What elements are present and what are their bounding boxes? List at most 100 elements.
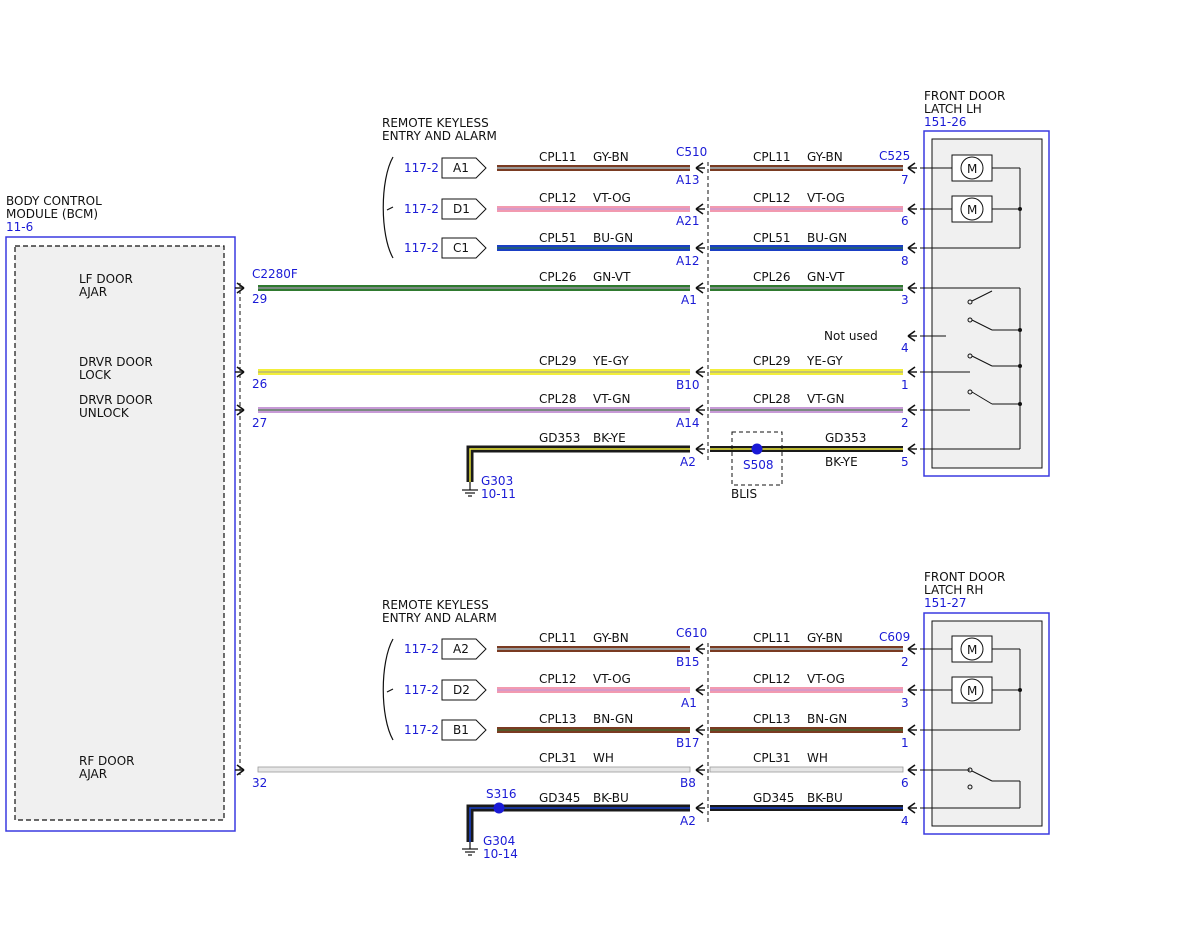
inline-connector-c510: C510 — [676, 145, 709, 460]
rke-top-brace — [382, 156, 394, 259]
wire-bottom-gd345-circuit-a: GD345 — [539, 791, 580, 805]
latch-rh-switch — [920, 767, 1021, 809]
wire-top-cpl12-latch-pin: 6 — [901, 214, 909, 228]
rke-bottom-pin-box-3 — [441, 719, 487, 741]
wire-top-cpl11-color-b: GY-BN — [807, 150, 843, 164]
bcm-pin-32: 32 — [252, 776, 267, 790]
wire-bottom-cpl31-circuit-a: CPL31 — [539, 751, 577, 765]
wire-top-cpl29: CPL29 YE-GY CPL29 YE-GY B10 1 — [258, 354, 918, 392]
wire-bottom-cpl13-latch-pin: 1 — [901, 736, 909, 750]
rke-top-ref-1: 117-2 — [404, 161, 439, 175]
rke-top-ref-3: 117-2 — [404, 241, 439, 255]
latch-rh-connector: C609 — [879, 630, 910, 644]
latch-rh-title-1: FRONT DOOR — [924, 570, 1005, 584]
latch-rh-motor-2-label: M — [967, 684, 977, 698]
bcm-drvr-lock-1: DRVR DOOR — [79, 355, 153, 369]
bcm-rf-ajar-2: AJAR — [79, 767, 107, 781]
wire-top-gd353-circuit-a: GD353 — [539, 431, 580, 445]
wire-top-gd353-circuit-b: GD353 — [825, 431, 866, 445]
wires-bottom: CPL11 GY-BN CPL11 GY-BN B15 2 CPL12 VT-O… — [257, 631, 918, 842]
wire-top-cpl26-circuit-b: CPL26 — [753, 270, 791, 284]
latch-lh-motor-2: M — [920, 195, 1020, 223]
wire-bottom-cpl12-circuit-b: CPL12 — [753, 672, 791, 686]
g303-label: G303 — [481, 474, 513, 488]
bcm-arrow-29 — [234, 282, 245, 294]
wire-top-cpl11-circuit-a: CPL11 — [539, 150, 577, 164]
wire-top-cpl28: CPL28 VT-GN CPL28 VT-GN A14 2 — [258, 392, 918, 430]
g304-label: G304 — [483, 834, 515, 848]
wire-top-cpl12-color-b: VT-OG — [807, 191, 845, 205]
bcm-pin-29: 29 — [252, 292, 267, 306]
rke-bottom-pin-1: A2 — [453, 642, 469, 656]
g304-ref: 10-14 — [483, 847, 518, 861]
latch-lh-motor-1-label: M — [967, 162, 977, 176]
wire-bottom-cpl12-inline-pin: A1 — [681, 696, 697, 710]
wire-top-cpl12-color-a: VT-OG — [593, 191, 631, 205]
bcm-connector-label: C2280F — [252, 267, 298, 281]
bcm-arrow-32 — [234, 764, 245, 776]
wire-bottom-cpl11-inline-pin: B15 — [676, 655, 700, 669]
wire-top-cpl12-inline-pin: A21 — [676, 214, 699, 228]
wire-bottom-cpl13-inline-pin: B17 — [676, 736, 700, 750]
wire-top-cpl12-circuit-a: CPL12 — [539, 191, 577, 205]
wire-top-cpl28-color-b: VT-GN — [807, 392, 844, 406]
s316-dot — [493, 802, 505, 814]
latch-rh-ref: 151-27 — [924, 596, 967, 610]
bcm-ref: 11-6 — [6, 220, 33, 234]
wire-bottom-cpl11-circuit-a: CPL11 — [539, 631, 577, 645]
bcm-pin-27: 27 — [252, 416, 267, 430]
wire-top-cpl29-color-b: YE-GY — [806, 354, 843, 368]
wire-bottom-cpl13-color-a: BN-GN — [593, 712, 633, 726]
wire-top-cpl51-latch-pin: 8 — [901, 254, 909, 268]
wire-top-cpl51-inline-pin: A12 — [676, 254, 699, 268]
wire-bottom-gd345-color-a: BK-BU — [593, 791, 629, 805]
bcm-module: BODY CONTROL MODULE (BCM) 11-6 LF DOOR A… — [5, 194, 298, 832]
wire-bottom-gd345-color-b: BK-BU — [807, 791, 843, 805]
c610-label: C610 — [676, 626, 707, 640]
wire-top-cpl26-circuit-a: CPL26 — [539, 270, 577, 284]
rke-top-pin-2: D1 — [453, 202, 470, 216]
s316-label: S316 — [486, 787, 517, 801]
latch-lh-outer-box — [923, 130, 1050, 477]
latch-rh-title-2: LATCH RH — [924, 583, 983, 597]
rke-bottom-ref-3: 117-2 — [404, 723, 439, 737]
blis-box — [731, 431, 783, 486]
wire-bottom-gd345: GD345 BK-BU GD345 BK-BU A2 4 — [466, 791, 918, 842]
wire-top-not-used: Not used 4 — [824, 329, 918, 355]
wire-top-cpl28-inline-pin: A14 — [676, 416, 699, 430]
latch-lh-inner-box — [931, 138, 1043, 469]
wire-top-cpl12-circuit-b: CPL12 — [753, 191, 791, 205]
wire-bottom-cpl12-circuit-a: CPL12 — [539, 672, 577, 686]
wires-top: CPL11 GY-BN CPL11 GY-BN A13 7 CPL12 VT-O… — [258, 150, 918, 482]
bcm-arrow-27 — [234, 404, 245, 416]
wire-top-cpl11: CPL11 GY-BN CPL11 GY-BN A13 7 — [497, 150, 918, 187]
latch-lh-switches — [920, 287, 1022, 450]
wire-top-cpl11-color-a: GY-BN — [593, 150, 629, 164]
s508-dot — [751, 443, 763, 455]
bcm-arrow-26 — [234, 366, 245, 378]
rke-bottom-module: REMOTE KEYLESS ENTRY AND ALARM 117-2 117… — [382, 598, 497, 741]
wire-bottom-cpl31-color-a: WH — [593, 751, 614, 765]
rke-bottom-brace — [382, 638, 394, 741]
g303-ref: 10-11 — [481, 487, 516, 501]
wire-bottom-cpl12-latch-pin: 3 — [901, 696, 909, 710]
rke-bottom-ref-2: 117-2 — [404, 683, 439, 697]
c510-label: C510 — [676, 145, 707, 159]
wire-bottom-cpl12: CPL12 VT-OG CPL12 VT-OG A1 3 — [497, 672, 918, 710]
wire-top-cpl29-inline-pin: B10 — [676, 378, 700, 392]
wire-top-cpl28-latch-pin: 2 — [901, 416, 909, 430]
wire-bottom-cpl11-color-a: GY-BN — [593, 631, 629, 645]
rke-bottom-title-1: REMOTE KEYLESS — [382, 598, 489, 612]
wire-top-cpl51-circuit-a: CPL51 — [539, 231, 577, 245]
wire-top-cpl26-color-a: GN-VT — [593, 270, 631, 284]
latch-lh-motor-2-label: M — [967, 203, 977, 217]
bcm-lf-ajar-1: LF DOOR — [79, 272, 133, 286]
wire-top-gd353-latch-pin: 5 — [901, 455, 909, 469]
bcm-drvr-unlock-1: DRVR DOOR — [79, 393, 153, 407]
bcm-outer-box — [5, 236, 236, 832]
wire-bottom-gd345-inline-pin: A2 — [680, 814, 696, 828]
wire-top-cpl12: CPL12 VT-OG CPL12 VT-OG A21 6 — [497, 191, 918, 228]
wire-top-gd353-color-a: BK-YE — [593, 431, 626, 445]
wire-top-cpl29-color-a: YE-GY — [592, 354, 629, 368]
wire-bottom-gd345-latch-pin: 4 — [901, 814, 909, 828]
